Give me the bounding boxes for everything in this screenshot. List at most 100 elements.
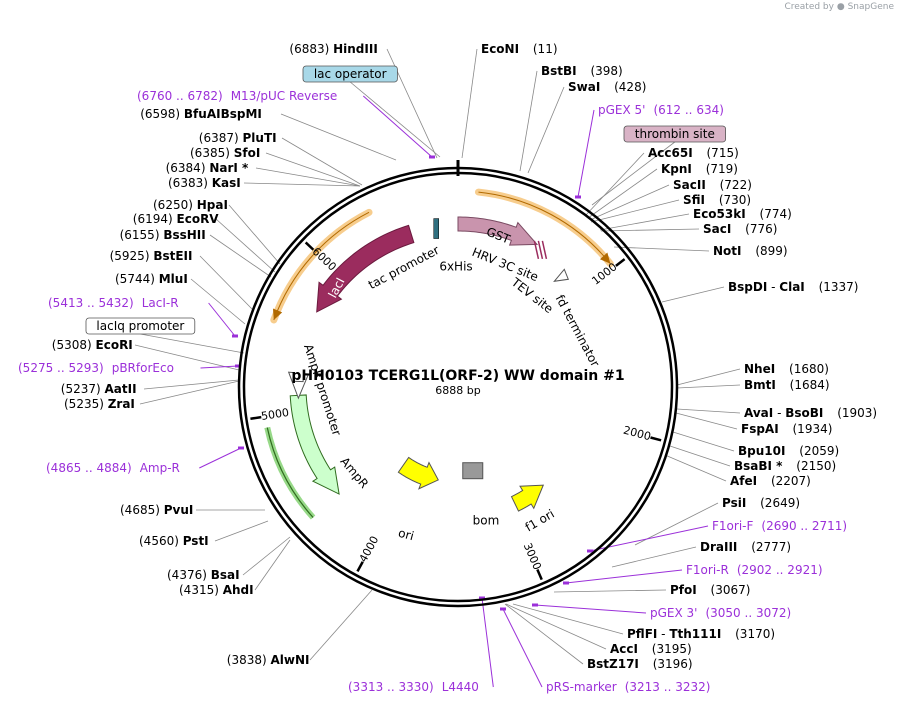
primer-prs-marker: pRS-marker(3213 .. 3232) — [546, 680, 710, 694]
leader-nhei — [676, 368, 741, 386]
primer-leader-m13-puc-reverse — [362, 95, 433, 158]
enzyme-name: BspDI — [728, 280, 767, 294]
enzyme-name: MluI — [159, 272, 188, 286]
leader-acci — [505, 603, 607, 650]
primer-range: (2690 .. 2711) — [761, 519, 847, 533]
enzyme-ecori: (5308) EcoRI — [52, 338, 133, 352]
enzyme-nari: (6384) NarI * — [166, 161, 249, 175]
enzyme-pflfi: PflFI - Tth111I (3170) — [627, 627, 775, 641]
glow-laci-region-head — [272, 308, 283, 320]
leader-hpai — [228, 204, 281, 265]
leader-sacii — [589, 184, 670, 221]
primer-name: pGEX 3' — [650, 606, 697, 620]
enzyme-name: BstEII — [153, 249, 192, 263]
primer-l4440: (3313 .. 3330)L4440 — [348, 680, 479, 694]
enzyme-psti: (4560) PstI — [139, 534, 209, 548]
enzyme-pfoi: PfoI (3067) — [670, 583, 750, 597]
lacIq-promoter-label: lacIq promoter — [96, 319, 184, 333]
primer-leader-laci-r — [208, 302, 236, 337]
tick-label-4000: 4000 — [357, 534, 382, 565]
enzyme-acci: AccI (3195) — [610, 642, 692, 656]
enzyme-position: (6155) — [120, 228, 164, 242]
enzyme-name: AfeI — [730, 474, 757, 488]
primer-amp-r: (4865 .. 4884)Amp-R — [46, 461, 180, 475]
primer-mark-f1ori-f — [587, 549, 593, 553]
enzyme-ecorv: (6194) EcoRV — [133, 212, 220, 226]
leader-eco53ki — [599, 213, 690, 231]
enzyme-name: BstZ17I — [587, 657, 639, 671]
leader-hindiii — [386, 48, 438, 159]
primer-pgex-5: pGEX 5'(612 .. 634) — [598, 103, 724, 117]
primer-name: F1ori-F — [712, 519, 753, 533]
primer-mark-amp-r — [238, 446, 244, 450]
enzyme-name: BfuAI — [184, 107, 221, 121]
primer-name: M13/pUC Reverse — [231, 89, 338, 103]
primer-leader-pbrforeco — [200, 365, 239, 369]
enzyme-position: (1337) — [815, 280, 859, 294]
enzyme-position: (6383) — [168, 176, 212, 190]
leader-mlui — [190, 278, 246, 325]
primer-leader-prs-marker — [502, 608, 543, 688]
enzyme-name: SacII — [673, 178, 706, 192]
enzyme-name: BsaI — [211, 568, 240, 582]
enzyme-alwni: (3838) AlwNI — [227, 653, 310, 667]
lacIq-promoter-badge — [85, 317, 196, 335]
thrombin-site-badge — [623, 125, 726, 143]
enzyme-position: (2777) — [747, 540, 791, 554]
enzyme-position: (3170) — [731, 627, 775, 641]
enzyme-name: BsaBI * — [734, 459, 783, 473]
enzyme-zrai: (5235) ZraI — [64, 397, 135, 411]
leader-pfoi — [553, 589, 667, 593]
leader-afei — [664, 454, 727, 482]
leader-psii — [634, 502, 719, 546]
glow-gst-region-head — [599, 252, 611, 264]
feature-cleavage-site-1 — [537, 240, 544, 260]
enzyme-swai: SwaI (428) — [568, 80, 646, 94]
leader-sfoi — [265, 152, 361, 187]
primer-leader-f1ori-f — [589, 525, 709, 552]
enzyme-position: (4315) — [179, 583, 223, 597]
primer-range: (3313 .. 3330) — [348, 680, 434, 694]
enzyme-name: HpaI — [197, 198, 228, 212]
enzyme-name: PflFI — [627, 627, 657, 641]
enzyme-mlui: (5744) MluI — [115, 272, 188, 286]
primer-mark-pgex-5 — [575, 195, 581, 199]
primer-name: pBRforEco — [112, 361, 174, 375]
enzyme-name-2: ClaI — [779, 280, 804, 294]
tick-5000 — [250, 415, 262, 421]
enzyme-position: (776) — [741, 222, 777, 236]
enzyme-nhei: NheI (1680) — [744, 362, 829, 376]
feature-label-ori: ori — [397, 526, 416, 544]
primer-name: LacI-R — [142, 296, 179, 310]
enzyme-name: AvaI — [744, 406, 773, 420]
leader-bsteii — [199, 255, 254, 311]
primer-pbrforeco: (5275 .. 5293)pBRforEco — [18, 361, 174, 375]
enzyme-name: FspAI — [741, 422, 779, 436]
enzyme-position: (1903) — [833, 406, 877, 420]
primer-range: (612 .. 634) — [653, 103, 723, 117]
enzyme-afei: AfeI (2207) — [730, 474, 811, 488]
enzyme-position: (6194) — [133, 212, 177, 226]
tick-1000 — [615, 258, 626, 267]
enzyme-saci: SacI (776) — [703, 222, 777, 236]
enzyme-position: (2207) — [767, 474, 811, 488]
primer-name: F1ori-R — [686, 563, 729, 577]
leader-pluti — [281, 137, 363, 186]
enzyme-name: PstI — [183, 534, 209, 548]
enzyme-position: (3195) — [648, 642, 692, 656]
feature-cleavage-site-2 — [541, 240, 548, 260]
primer-laci-r: (5413 .. 5432)LacI-R — [48, 296, 179, 310]
enzyme-position: (4685) — [120, 503, 164, 517]
tick-label-5000: 5000 — [260, 406, 290, 423]
primer-m13-puc-reverse: (6760 .. 6782)M13/pUC Reverse — [137, 89, 337, 103]
tick-label-2000: 2000 — [622, 424, 652, 444]
feature-label-fd-terminator: fd terminator — [553, 292, 603, 369]
enzyme-position: (6384) — [166, 161, 210, 175]
enzyme-name: SwaI — [568, 80, 600, 94]
plasmid-title: pHH0103 TCERG1L(ORF-2) WW domain #1 — [291, 368, 624, 384]
enzyme-avai: AvaI - BsoBI (1903) — [744, 406, 877, 420]
enzyme-position: (3196) — [649, 657, 693, 671]
thrombin-site-label: thrombin site — [635, 127, 715, 141]
enzyme-aatii: (5237) AatII — [61, 382, 137, 396]
